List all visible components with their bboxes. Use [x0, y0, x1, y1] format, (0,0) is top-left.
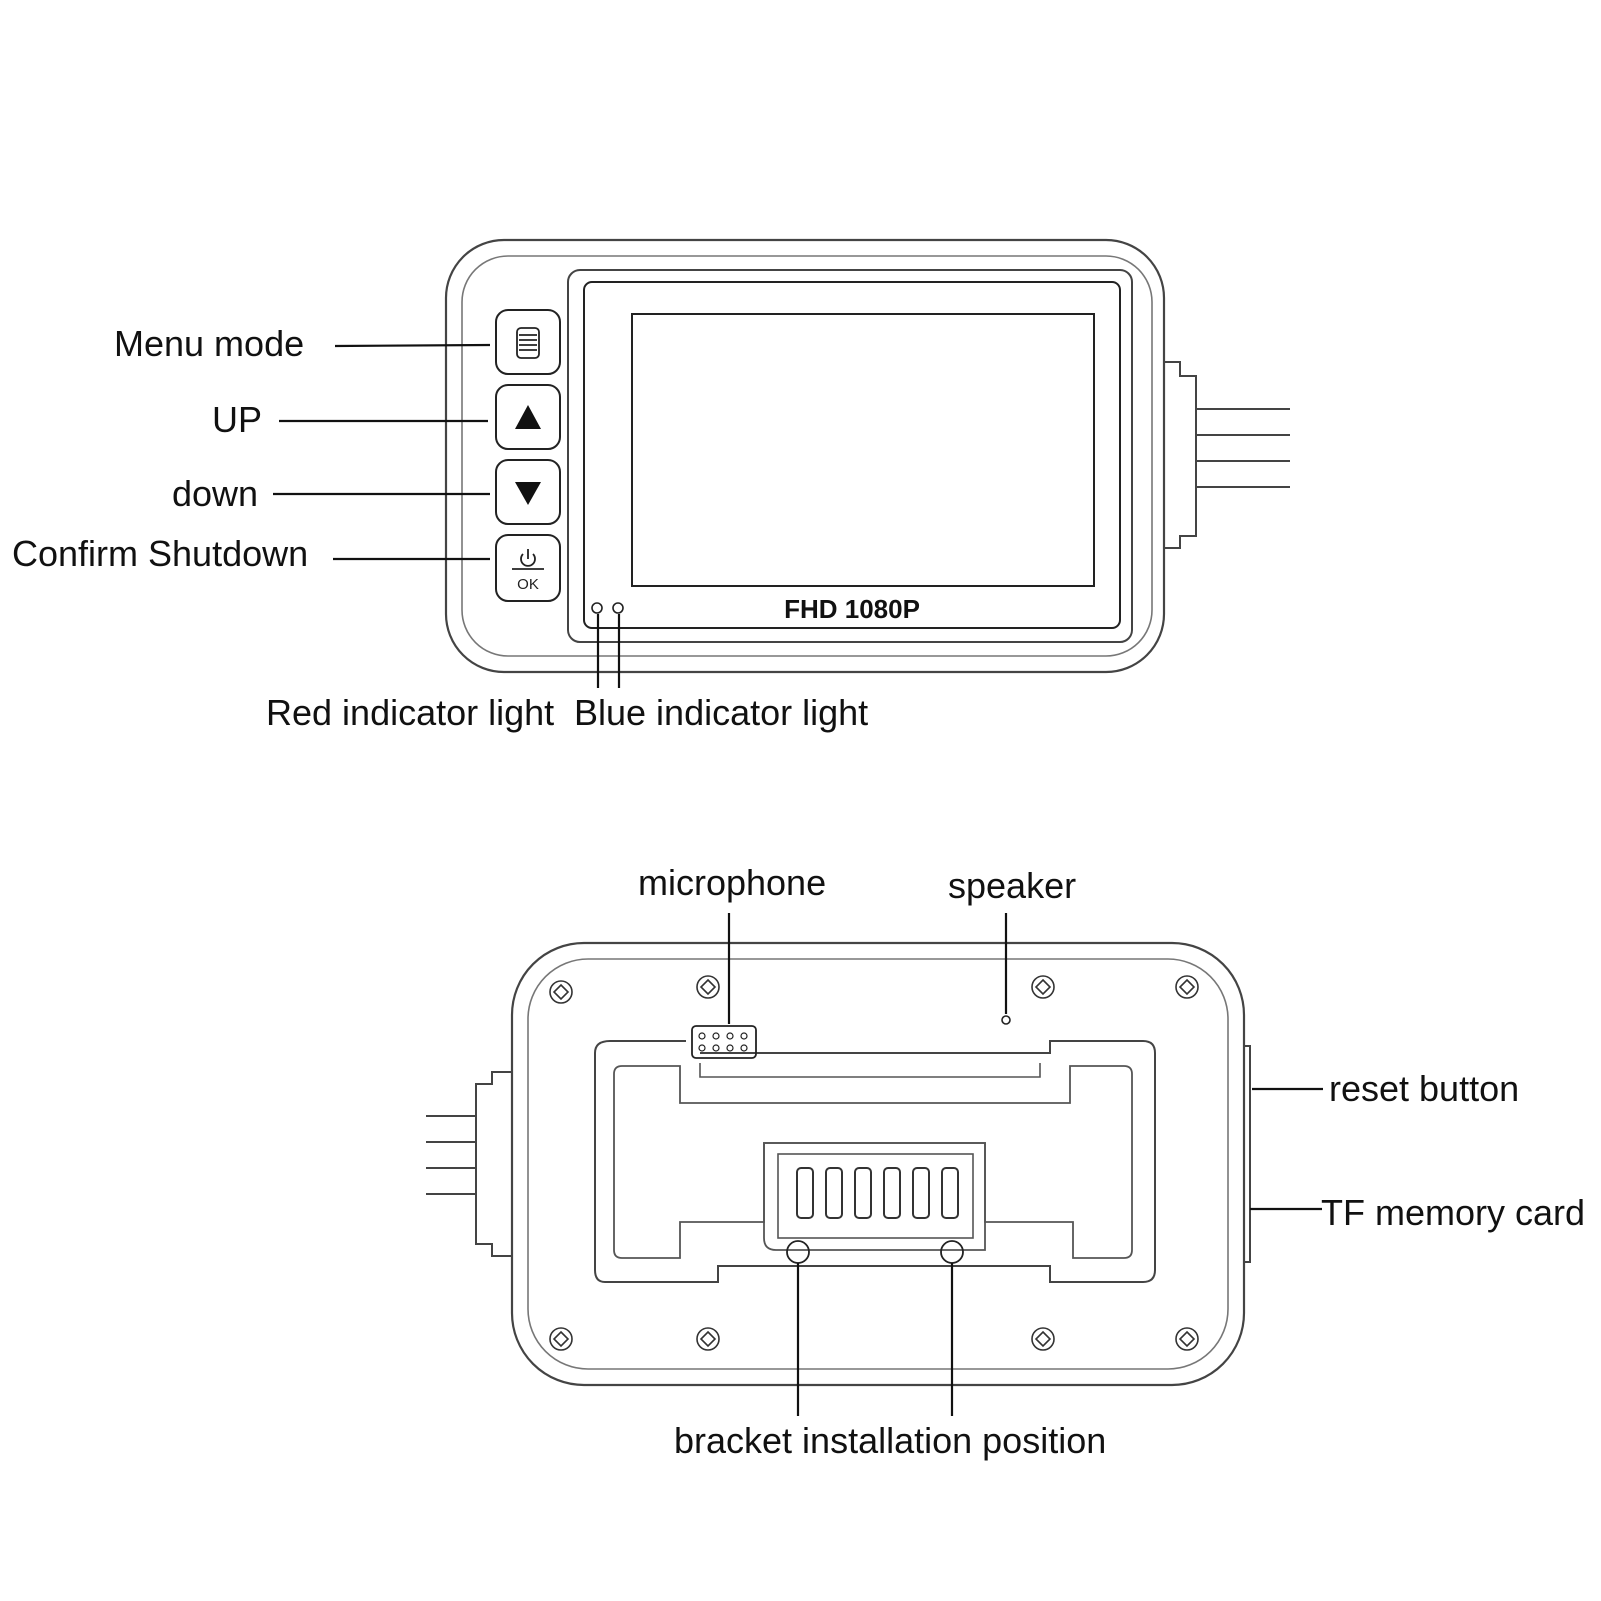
vent-slot	[854, 1167, 872, 1219]
bracket-hole-left	[786, 1240, 810, 1264]
microphone-dots	[698, 1032, 748, 1052]
label-menu-mode: Menu mode	[114, 323, 305, 364]
vent-slot	[941, 1167, 959, 1219]
screw-icon	[549, 980, 573, 1004]
label-microphone: microphone	[638, 862, 827, 903]
vent-slot	[825, 1167, 843, 1219]
back-connector-block	[475, 1071, 512, 1257]
vent-slot	[883, 1167, 901, 1219]
down-button-shape	[495, 459, 561, 525]
screw-icon	[696, 975, 720, 999]
side-slot	[1244, 1045, 1251, 1263]
up-button-shape	[495, 384, 561, 450]
screw-icon	[549, 1327, 573, 1351]
bracket-inner	[777, 1153, 974, 1239]
front-housing-inner	[461, 255, 1153, 657]
menu-icon	[516, 327, 540, 359]
mount-channel	[699, 1063, 1041, 1078]
vent-slot	[912, 1167, 930, 1219]
bracket-hole-right	[940, 1240, 964, 1264]
mount-plate-outline	[594, 1040, 1156, 1283]
ok-button-shape	[495, 534, 561, 602]
power-icon	[512, 549, 544, 570]
screen-bezel-outer	[567, 269, 1133, 643]
label-reset-button: reset button	[1329, 1068, 1520, 1109]
front-leader-lines	[273, 343, 621, 688]
ok-button-text: OK	[517, 576, 539, 593]
speaker-hole	[1001, 1015, 1011, 1025]
red-indicator-light	[591, 602, 603, 614]
label-down: down	[172, 473, 259, 514]
label-blue-indicator: Blue indicator light	[574, 692, 869, 733]
blue-indicator-light	[612, 602, 624, 614]
triangle-up-icon	[515, 405, 541, 429]
vent-slot	[796, 1167, 814, 1219]
model-text: FHD 1080P	[784, 594, 920, 624]
menu-button-shape	[495, 309, 561, 375]
label-speaker: speaker	[948, 865, 1077, 906]
front-housing-outer	[444, 238, 1166, 674]
label-red-indicator: Red indicator light	[266, 692, 555, 733]
screw-icon	[696, 1327, 720, 1351]
screw-icon	[1031, 1327, 1055, 1351]
back-housing-inner	[527, 958, 1229, 1370]
triangle-down-icon	[515, 482, 541, 505]
screw-icon	[1031, 975, 1055, 999]
back-view	[426, 941, 1251, 1387]
front-connector-block	[1164, 361, 1197, 549]
bracket-block	[763, 1142, 986, 1251]
mount-plate-inner	[613, 1065, 1133, 1259]
microphone-grille	[691, 1025, 757, 1059]
label-up: UP	[212, 399, 263, 440]
screen-bezel-inner	[583, 281, 1121, 629]
label-tf-card: TF memory card	[1321, 1192, 1586, 1233]
back-housing-outer	[510, 941, 1246, 1387]
display-screen	[631, 313, 1095, 587]
label-bracket-installation: bracket installation position	[674, 1420, 1107, 1461]
front-view	[444, 238, 1290, 674]
label-confirm-shutdown: Confirm Shutdown	[12, 533, 309, 574]
back-leader-lines	[727, 913, 1323, 1416]
screw-icon	[1175, 975, 1199, 999]
screw-icon	[1175, 1327, 1199, 1351]
